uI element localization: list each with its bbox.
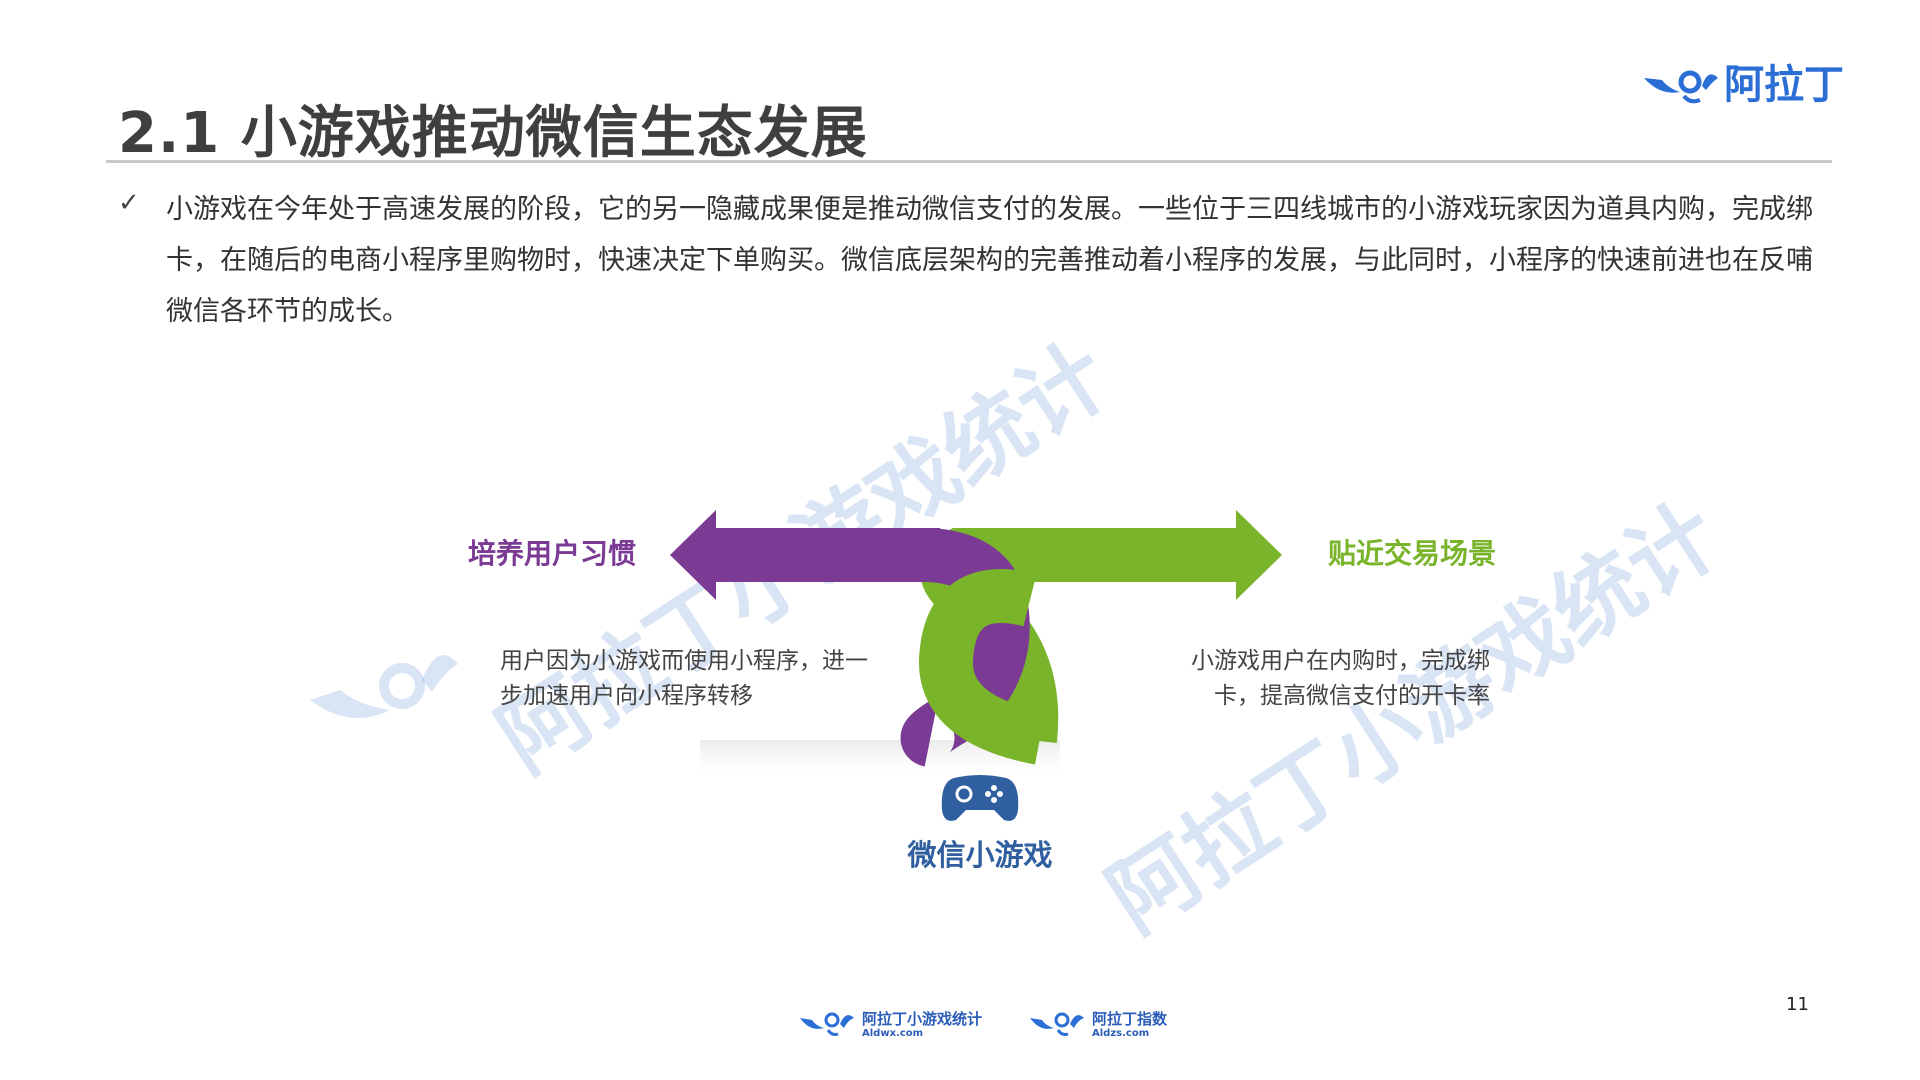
footer-brand-name: 阿拉丁小游戏统计 — [862, 1010, 983, 1028]
footer-brand-aldwx: 阿拉丁小游戏统计 Aldwx.com — [800, 1006, 1000, 1046]
bullet-text: 小游戏在今年处于高速发展的阶段，它的另一隐藏成果便是推动微信支付的发展。一些位于… — [166, 194, 1813, 327]
green-lower-curve — [919, 569, 1046, 765]
svg-text:阿拉丁: 阿拉丁 — [1724, 62, 1844, 108]
center-label: 微信小游戏 — [907, 838, 1053, 872]
footer-brand-name: 阿拉丁指数 — [1092, 1010, 1168, 1028]
genie-lamp-icon — [1030, 1012, 1084, 1036]
page-title: 2.1 小游戏推动微信生态发展 — [118, 101, 868, 166]
left-description: 用户因为小游戏而使用小程序，进一步加速用户向小程序转移 — [500, 648, 868, 709]
right-arrowhead — [1236, 510, 1282, 600]
footer-brand-url: Aldzs.com — [1092, 1028, 1150, 1039]
brand-logo: 阿拉丁 — [1640, 56, 1855, 112]
left-arrowhead — [670, 510, 716, 600]
right-arrow-label: 贴近交易场景 — [1328, 537, 1497, 570]
gamepad-icon — [941, 775, 1019, 821]
left-arrow-label: 培养用户习惯 — [468, 537, 637, 570]
right-description: 小游戏用户在内购时，完成绑卡，提高微信支付的开卡率 — [1191, 648, 1490, 709]
footer-brand-aldzs: 阿拉丁指数 Aldzs.com — [1030, 1006, 1200, 1046]
genie-lamp-icon: 阿拉丁 — [1644, 62, 1844, 108]
footer-brand-url: Aldwx.com — [862, 1028, 924, 1039]
genie-lamp-icon — [800, 1012, 854, 1036]
page-number: 11 — [1786, 994, 1809, 1015]
checkmark-icon: ✓ — [118, 188, 140, 218]
title-divider — [106, 160, 1832, 163]
